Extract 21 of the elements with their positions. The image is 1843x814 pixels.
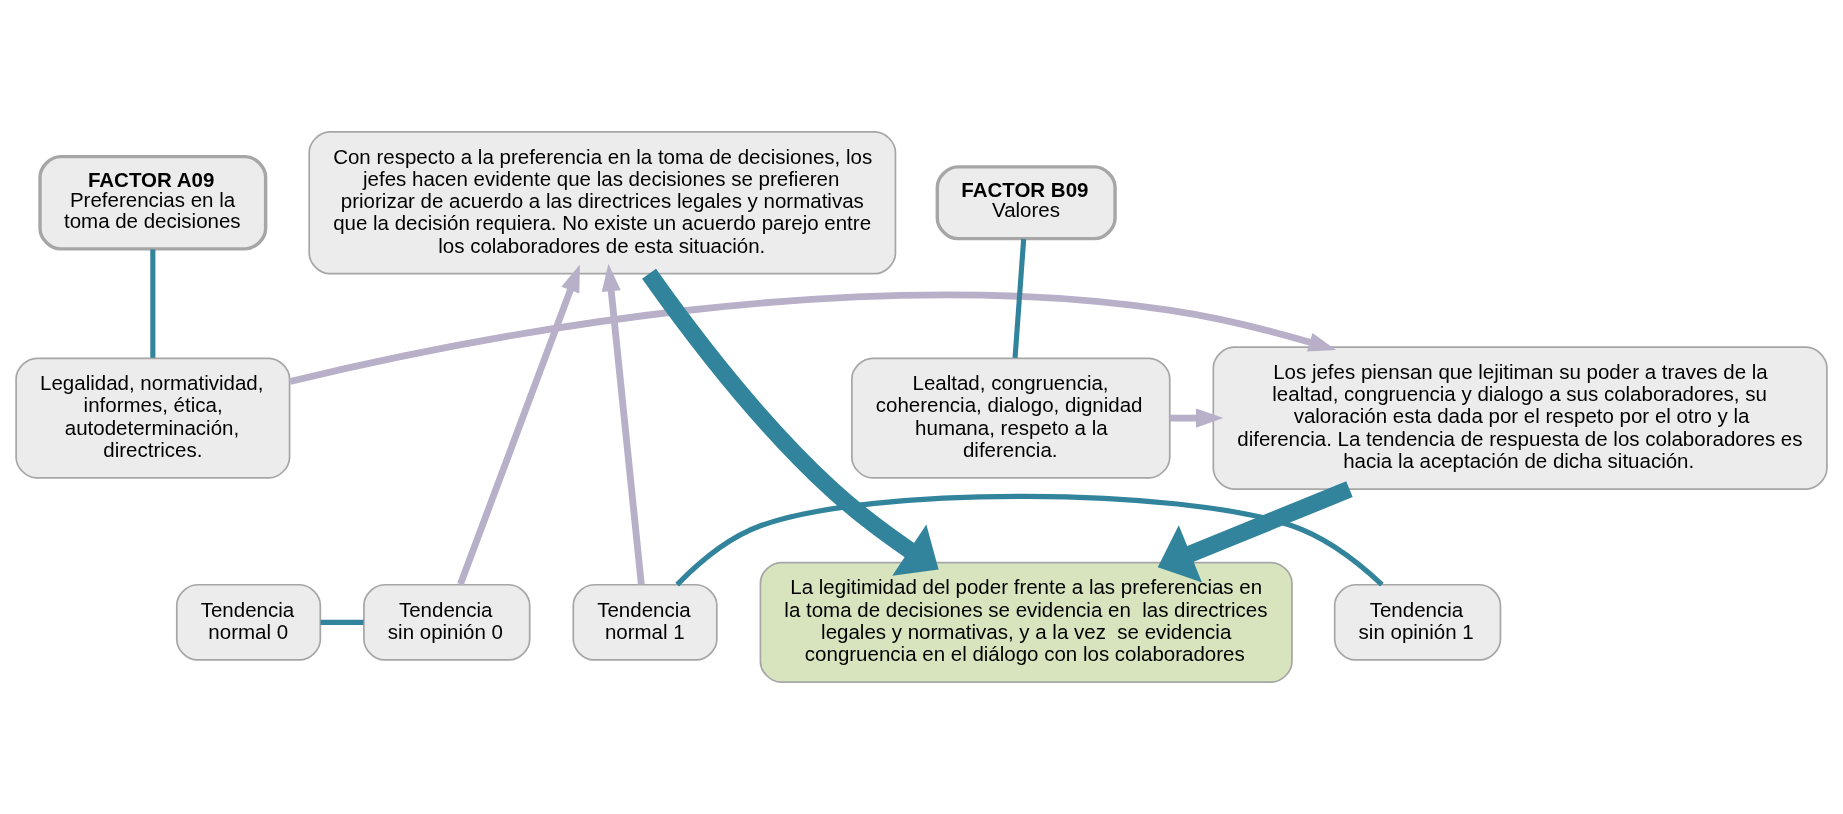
arrow (1157, 481, 1353, 583)
connector (320, 619, 364, 625)
node-box: FACTOR B09 Valores (935, 165, 1117, 241)
node-box: Tendencia normal 0 (175, 583, 322, 661)
node-box: Legalidad, normatividad, informes, ética, autodeterminación, directrices. (15, 357, 291, 479)
node-box: Los jefes piensan que lejitiman su poder a traves de la lealtad, congruencia y dialogo a sus colaboradores, su valoración esta dada por el respeto por el otro y la diferencia. La tendencia de respuesta de los colaboradores es hacia la aceptación de dicha situación. (1212, 346, 1828, 490)
node-box: Tendencia sin opinión 0 (363, 583, 531, 661)
connector (675, 493, 1384, 587)
connector (1012, 238, 1027, 359)
arrow (289, 291, 1336, 385)
arrow (642, 268, 939, 576)
node-box: Lealtad, congruencia, coherencia, dialogo, dignidad humana, respeto a la diferencia. (851, 357, 1171, 479)
arrow (457, 264, 580, 586)
arrow (601, 263, 645, 585)
node-box: La legitimidad del poder frente a las preferencias en la toma de decisiones se evidencia en las directrices legales y normativas, y a la vez se evidencia congruencia en el diálogo con los colaboradores (759, 561, 1293, 683)
node-box: FACTOR A09 Preferencias en la toma de decisiones (38, 154, 268, 251)
node-box: Tendencia normal 1 (572, 583, 718, 661)
node-box: Con respecto a la preferencia en la toma de decisiones, los jefes hacen evidente que las decisiones se prefieren priorizar de acuerdo a las directrices legales y normativas que la decisión requiera. No existe un acuerdo parejo entre los colaboradores de esta situación. (308, 131, 897, 275)
connector (150, 249, 156, 358)
node-box: Tendencia sin opinión 1 (1333, 583, 1502, 661)
arrow (1169, 408, 1224, 428)
